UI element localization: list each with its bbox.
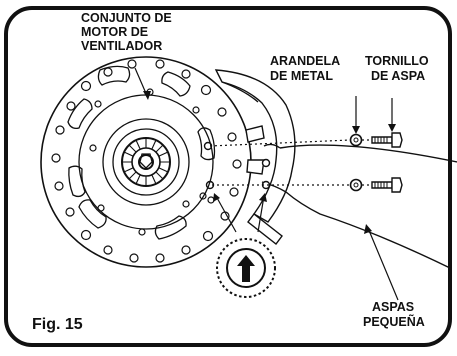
figure-number: Fig. 15 bbox=[32, 316, 83, 333]
up-arrow-circle-icon bbox=[216, 238, 276, 298]
motor-assembly-label-line3: VENTILADOR bbox=[81, 39, 163, 53]
fan-blade-icon bbox=[214, 69, 457, 269]
blade-screw-label-line1: TORNILLO bbox=[365, 54, 429, 68]
metal-washer-icon bbox=[349, 133, 363, 192]
leader-arrowheads bbox=[143, 91, 396, 234]
blade-screw-icon bbox=[371, 132, 403, 193]
alignment-lines bbox=[209, 139, 372, 186]
motor-assembly-label-line1: CONJUNTO DE bbox=[81, 11, 172, 25]
small-blade-label-line2: PEQUEÑA bbox=[363, 315, 425, 329]
small-blade-label-line1: ASPAS bbox=[372, 300, 415, 314]
metal-washer-label-line1: ARANDELA bbox=[270, 54, 341, 68]
motor-assembly-label-line2: MOTOR DE bbox=[81, 25, 149, 39]
figure-frame bbox=[4, 6, 452, 347]
metal-washer-label-line2: DE METAL bbox=[270, 69, 333, 83]
blade-screw-label-line2: DE ASPA bbox=[371, 69, 426, 83]
fan-motor-hub-icon bbox=[40, 56, 252, 268]
